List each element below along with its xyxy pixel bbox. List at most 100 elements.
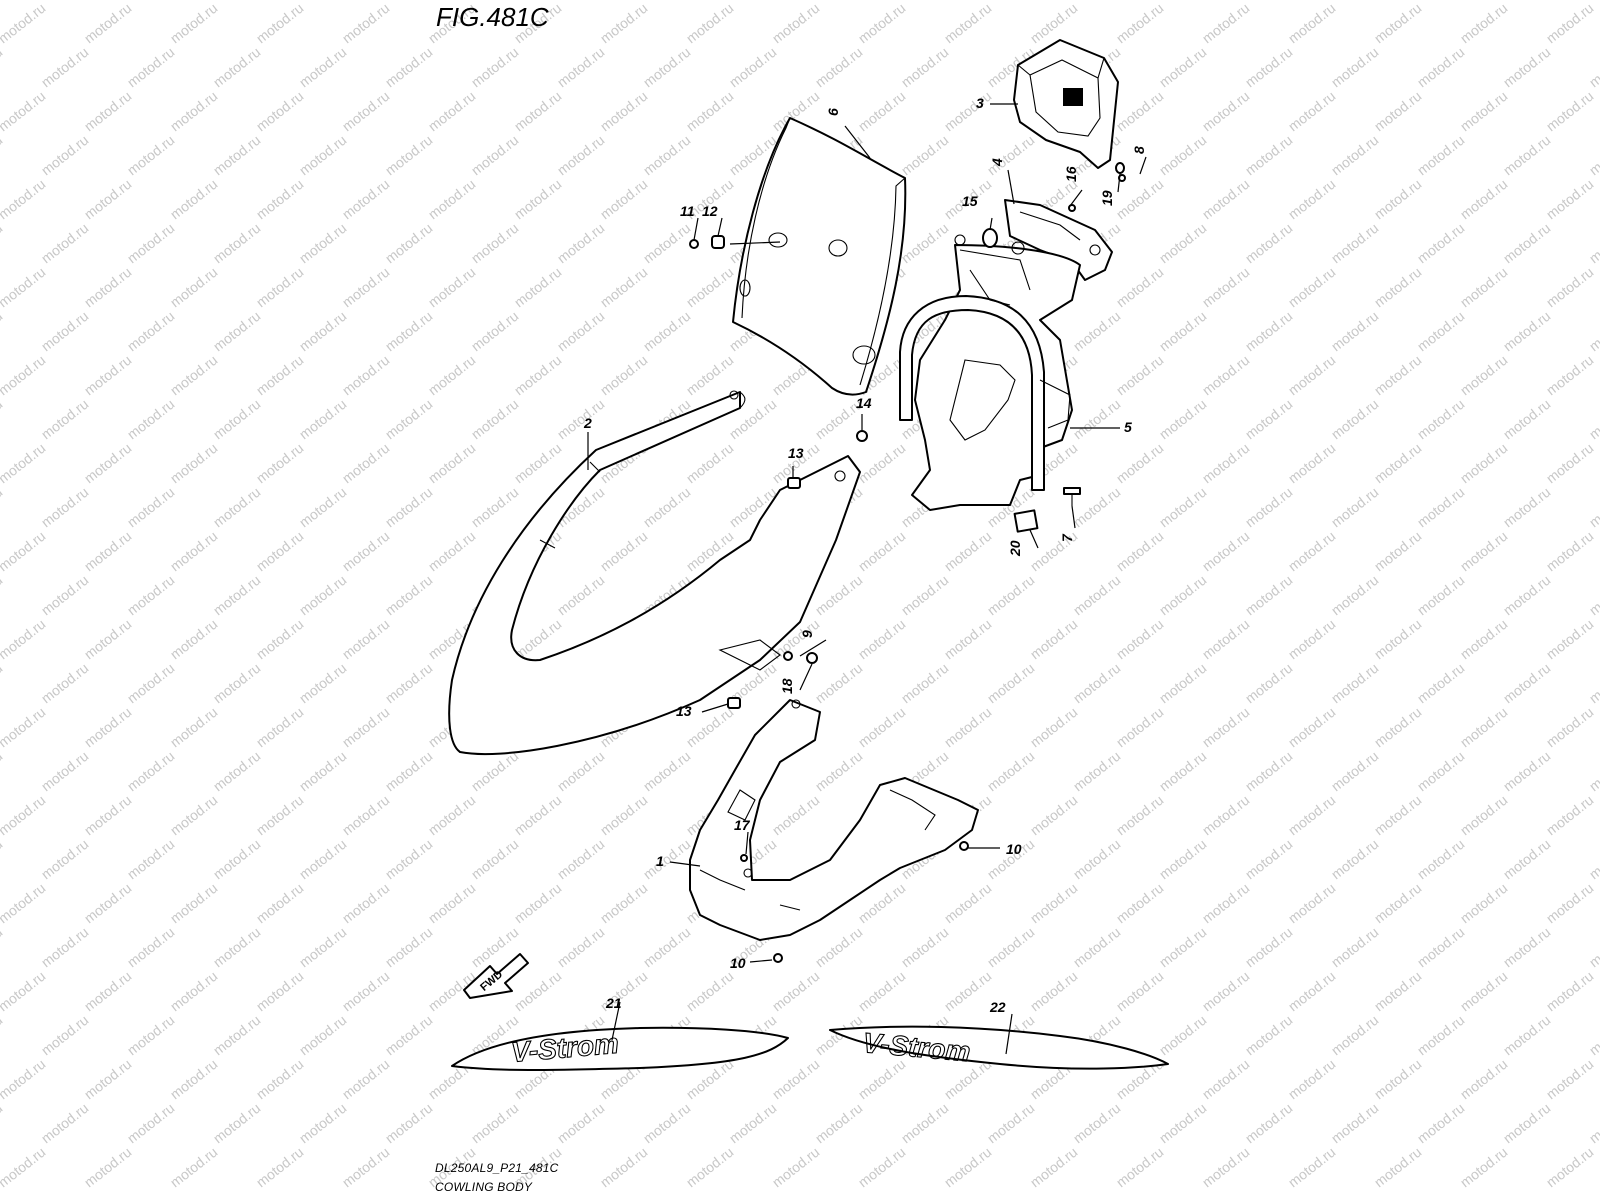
watermark-text: motod.ru xyxy=(1543,704,1596,751)
callout-22: 22 xyxy=(989,999,1006,1015)
watermark-text: motod.ru xyxy=(1242,1100,1295,1147)
watermark-text: motod.ru xyxy=(1371,792,1424,839)
watermark-text: motod.ru xyxy=(1414,660,1467,707)
watermark-text: motod.ru xyxy=(167,176,220,223)
watermark-text: motod.ru xyxy=(984,660,1037,707)
watermark-text: motod.ru xyxy=(726,44,779,91)
figure-code: DL250AL9_P21_481C xyxy=(435,1161,559,1175)
watermark-text: motod.ru xyxy=(124,924,177,971)
watermark-text: motod.ru xyxy=(210,132,263,179)
watermark-text: motod.ru xyxy=(898,220,951,267)
watermark-text: motod.ru xyxy=(167,792,220,839)
watermark-text: motod.ru xyxy=(1457,968,1510,1015)
watermark-text: motod.ru xyxy=(124,44,177,91)
watermark-text: motod.ru xyxy=(339,176,392,223)
watermark-text: motod.ru xyxy=(1371,704,1424,751)
watermark-text: motod.ru xyxy=(1242,484,1295,531)
watermark-text: motod.ru xyxy=(0,308,5,355)
watermark-text: motod.ru xyxy=(1414,836,1467,883)
watermark-text: motod.ru xyxy=(1199,616,1252,663)
watermark-text: motod.ru xyxy=(1543,616,1596,663)
watermark-text: motod.ru xyxy=(425,88,478,135)
watermark-text: motod.ru xyxy=(597,880,650,927)
watermark-text: motod.ru xyxy=(124,1012,177,1059)
watermark-text: motod.ru xyxy=(1586,1100,1600,1147)
watermark-text: motod.ru xyxy=(1242,924,1295,971)
watermark-text: motod.ru xyxy=(210,308,263,355)
watermark-text: motod.ru xyxy=(511,792,564,839)
watermark-text: motod.ru xyxy=(1027,616,1080,663)
watermark-text: motod.ru xyxy=(1027,968,1080,1015)
watermark-text: motod.ru xyxy=(1113,88,1166,135)
watermark-text: motod.ru xyxy=(468,396,521,443)
watermark-text: motod.ru xyxy=(726,1100,779,1147)
watermark-text: motod.ru xyxy=(1199,176,1252,223)
watermark-text: motod.ru xyxy=(296,1012,349,1059)
watermark-text: motod.ru xyxy=(812,660,865,707)
watermark-text: motod.ru xyxy=(382,44,435,91)
watermark-text: motod.ru xyxy=(1199,440,1252,487)
watermark-text: motod.ru xyxy=(1414,1012,1467,1059)
watermark-text: motod.ru xyxy=(167,528,220,575)
watermark-text: motod.ru xyxy=(855,1144,908,1191)
watermark-text: motod.ru xyxy=(1285,616,1338,663)
watermark-text: motod.ru xyxy=(167,1056,220,1103)
watermark-text: motod.ru xyxy=(1328,484,1381,531)
watermark-text: motod.ru xyxy=(769,968,822,1015)
watermark-text: motod.ru xyxy=(0,0,48,46)
watermark-text: motod.ru xyxy=(382,484,435,531)
watermark-text: motod.ru xyxy=(1199,792,1252,839)
watermark-text: motod.ru xyxy=(339,88,392,135)
watermark-text: motod.ru xyxy=(1371,1144,1424,1191)
watermark-text: motod.ru xyxy=(855,0,908,46)
watermark-text: motod.ru xyxy=(1500,0,1553,2)
watermark-text: motod.ru xyxy=(1027,704,1080,751)
watermark-text: motod.ru xyxy=(253,704,306,751)
watermark-text: motod.ru xyxy=(253,264,306,311)
watermark-text: motod.ru xyxy=(1371,528,1424,575)
watermark-text: motod.ru xyxy=(640,836,693,883)
watermark-text: motod.ru xyxy=(812,748,865,795)
watermark-text: motod.ru xyxy=(210,44,263,91)
watermark-text: motod.ru xyxy=(1156,572,1209,619)
watermark-text: motod.ru xyxy=(769,0,822,46)
watermark-text: motod.ru xyxy=(554,748,607,795)
watermark-text: motod.ru xyxy=(1242,748,1295,795)
watermark-text: motod.ru xyxy=(210,660,263,707)
watermark-text: motod.ru xyxy=(1113,792,1166,839)
watermark-text: motod.ru xyxy=(1070,660,1123,707)
watermark-text: motod.ru xyxy=(855,528,908,575)
watermark-text: motod.ru xyxy=(339,1056,392,1103)
watermark-text: motod.ru xyxy=(0,484,5,531)
watermark-text: motod.ru xyxy=(1156,660,1209,707)
watermark-text: motod.ru xyxy=(339,352,392,399)
watermark-text: motod.ru xyxy=(1457,0,1510,46)
watermark-text: motod.ru xyxy=(1156,0,1209,2)
watermark-text: motod.ru xyxy=(296,220,349,267)
watermark-text: motod.ru xyxy=(1328,660,1381,707)
callout-17: 17 xyxy=(734,817,751,833)
figure-title: FIG.481C xyxy=(436,2,549,32)
watermark-text: motod.ru xyxy=(1242,308,1295,355)
watermark-text: motod.ru xyxy=(683,88,736,135)
watermark-text: motod.ru xyxy=(1457,792,1510,839)
watermark-text: motod.ru xyxy=(1543,1056,1596,1103)
watermark-text: motod.ru xyxy=(1285,792,1338,839)
watermark-text: motod.ru xyxy=(339,0,392,46)
watermark-text: motod.ru xyxy=(253,0,306,46)
watermark-text: motod.ru xyxy=(425,528,478,575)
watermark-text: motod.ru xyxy=(683,352,736,399)
watermark-text: motod.ru xyxy=(0,924,5,971)
watermark-text: motod.ru xyxy=(1414,924,1467,971)
watermark-text: motod.ru xyxy=(1285,176,1338,223)
watermark-text: motod.ru xyxy=(0,1056,48,1103)
callout-2: 2 xyxy=(583,415,592,431)
watermark-text: motod.ru xyxy=(1328,1012,1381,1059)
watermark-text: motod.ru xyxy=(1414,44,1467,91)
watermark-text: motod.ru xyxy=(1457,176,1510,223)
watermark-text: motod.ru xyxy=(1199,1056,1252,1103)
watermark-text: motod.ru xyxy=(1070,748,1123,795)
watermark-text: motod.ru xyxy=(984,132,1037,179)
watermark-text: motod.ru xyxy=(1500,1100,1553,1147)
callout-13: 13 xyxy=(788,445,804,461)
